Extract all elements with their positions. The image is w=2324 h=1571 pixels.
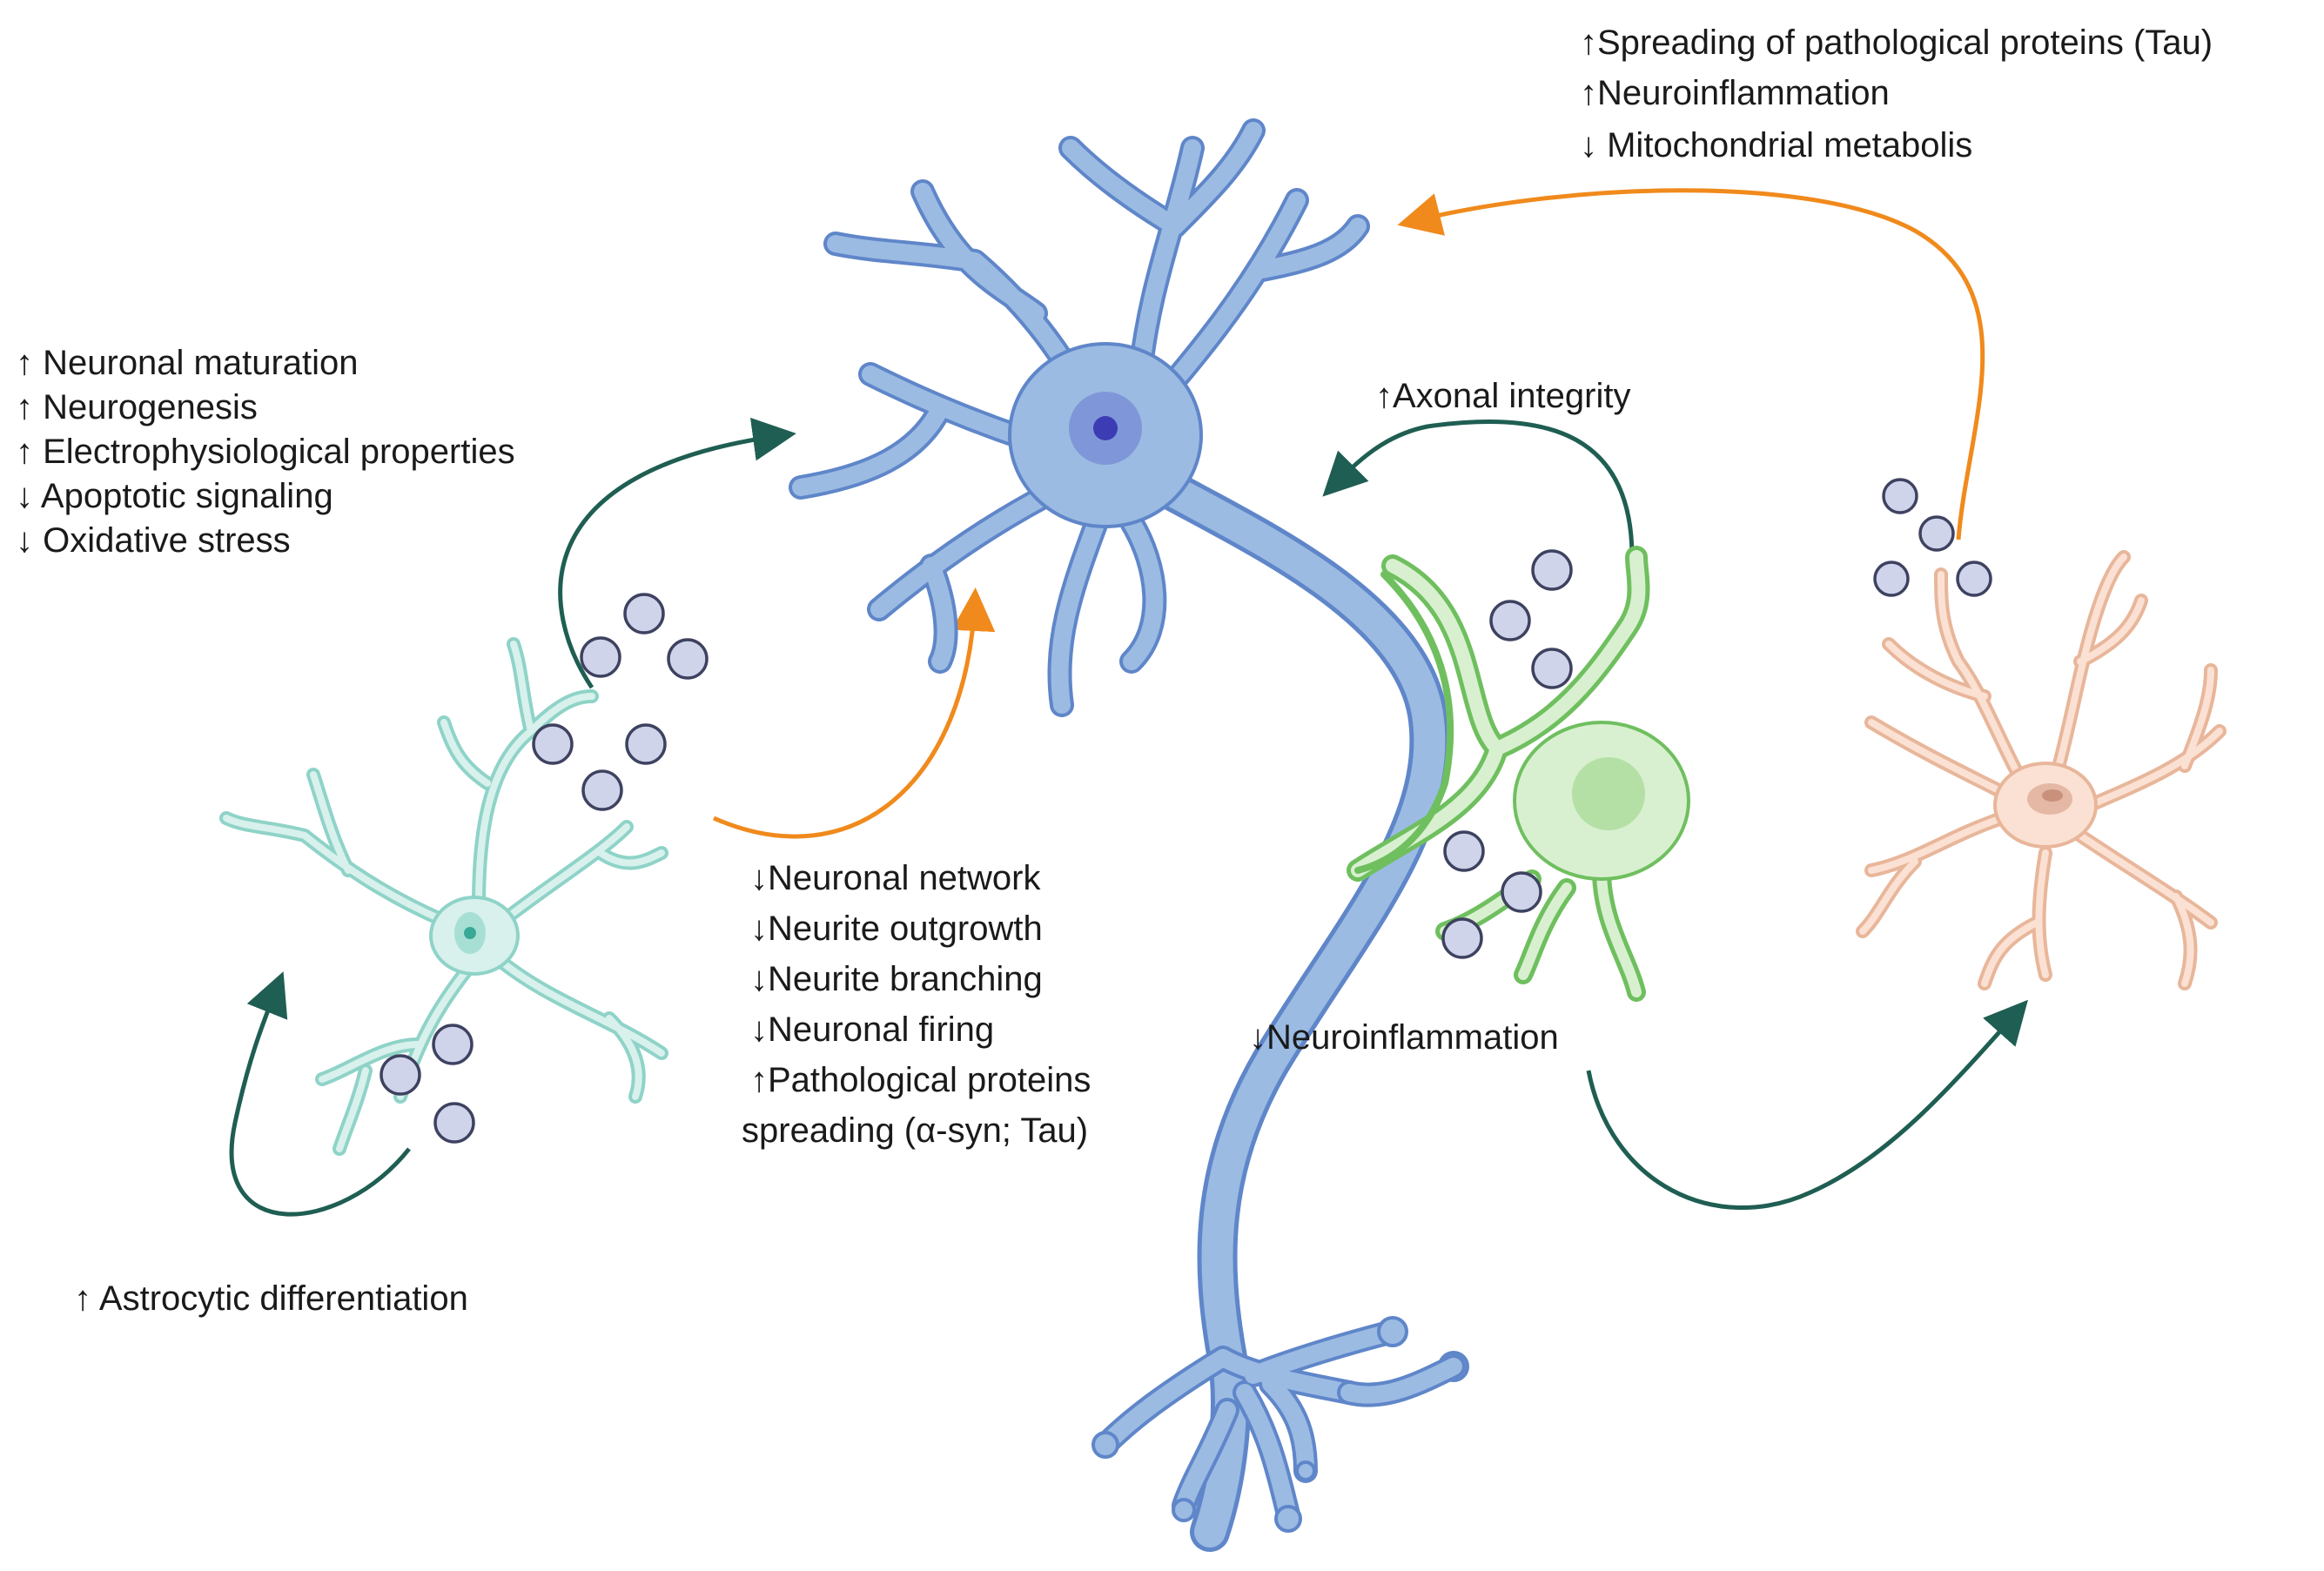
central-neuron	[789, 118, 1469, 1552]
arrow-axonal-integrity	[1322, 419, 1635, 558]
vesicle	[1918, 515, 1955, 552]
vesicle	[1441, 917, 1483, 959]
label-top-right-3: ↓ Mitochondrial metabolis	[1580, 126, 1972, 164]
arrow-astrocytic-differentiation	[229, 971, 411, 1217]
vesicle	[581, 769, 623, 811]
arrow-left-vesicles-to-neuron	[558, 417, 796, 689]
label-group-center: ↓Neuronal network ↓Neurite outgrowth ↓Ne…	[742, 859, 1091, 1150]
neuron-nucleus	[1093, 416, 1118, 440]
label-group-top-right: ↑Spreading of pathological proteins (Tau…	[1580, 23, 2213, 164]
right-astrocyte	[1856, 550, 2227, 990]
label-center-6: spreading (α-syn; Tau)	[742, 1111, 1088, 1150]
vesicles	[379, 478, 1992, 1144]
vesicle	[432, 1024, 474, 1065]
neuron-axon	[1091, 467, 1469, 1552]
label-left-4: ↓ Apoptotic signaling	[16, 477, 333, 515]
vesicle	[623, 593, 665, 634]
vesicle	[1956, 561, 1992, 597]
vesicle	[1873, 561, 1910, 597]
label-astrocytic-differentiation: ↑ Astrocytic differentiation	[74, 1279, 468, 1318]
vesicle	[1882, 478, 1918, 514]
label-center-4: ↓Neuronal firing	[750, 1010, 994, 1049]
label-left-1: ↑ Neuronal maturation	[16, 344, 359, 382]
label-neuroinflammation: ↓Neuroinflammation	[1249, 1018, 1559, 1057]
vesicle	[1531, 549, 1573, 591]
vesicle	[1501, 871, 1542, 913]
left-astrocyte	[219, 637, 668, 1156]
vesicle	[379, 1054, 421, 1096]
arrows	[229, 188, 2028, 1217]
arrow-orange-to-neuron	[712, 587, 996, 839]
arrow-top-right-orange	[1397, 188, 1985, 540]
label-top-right-2: ↑Neuroinflammation	[1580, 74, 1890, 112]
label-center-2: ↓Neurite outgrowth	[750, 910, 1043, 948]
label-left-3: ↑ Electrophysiological properties	[16, 433, 515, 471]
label-top-right-1: ↑Spreading of pathological proteins (Tau…	[1580, 23, 2213, 62]
vesicle	[433, 1102, 475, 1144]
label-center-3: ↓Neurite branching	[750, 960, 1043, 998]
vesicle	[1531, 648, 1573, 689]
label-left-5: ↓ Oxidative stress	[16, 521, 291, 560]
label-center-5: ↑Pathological proteins	[750, 1061, 1091, 1099]
vesicle	[1443, 830, 1485, 872]
label-center-1: ↓Neuronal network	[750, 859, 1041, 897]
vesicle	[625, 723, 667, 765]
label-left-2: ↑ Neurogenesis	[16, 388, 258, 426]
arrow-to-right-astrocyte	[1586, 999, 2028, 1210]
label-axonal-integrity: ↑Axonal integrity	[1375, 377, 1630, 415]
label-group-left: ↑ Neuronal maturation ↑ Neurogenesis ↑ E…	[16, 344, 515, 560]
vesicle	[667, 638, 709, 680]
vesicle	[1489, 600, 1531, 641]
vesicle	[580, 636, 621, 678]
vesicle	[532, 723, 574, 765]
